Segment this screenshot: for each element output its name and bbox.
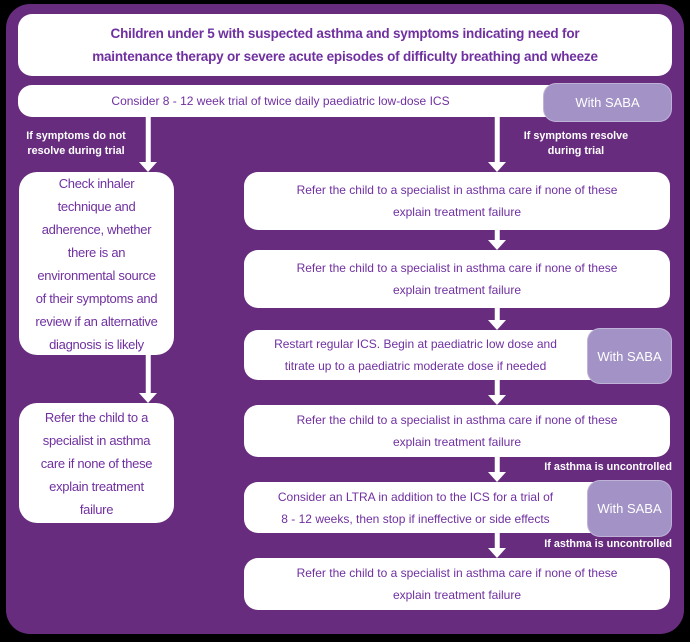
arrow-shaft xyxy=(145,117,151,164)
arrow-down xyxy=(488,457,506,482)
with-saba-badge: With SABA xyxy=(543,83,672,122)
refer-specialist-box-3: Refer the child to a specialist in asthm… xyxy=(244,405,670,457)
arrow-down xyxy=(488,308,506,330)
uncontrolled-label-2: If asthma is uncontrolled xyxy=(544,538,672,550)
arrow-shaft xyxy=(494,457,500,474)
arrow-shaft xyxy=(145,355,151,395)
uncontrolled-label-1: If asthma is uncontrolled xyxy=(544,461,672,473)
arrow-head xyxy=(488,240,506,250)
condition-left-label: If symptoms do not resolve during trial xyxy=(26,130,126,157)
condition-right-label: If symptoms resolve during trial xyxy=(523,130,629,157)
restart-ics-box-text: Restart regular ICS. Begin at paediatric… xyxy=(274,337,557,373)
arrow-shaft xyxy=(494,380,500,397)
arrow-shaft xyxy=(494,230,500,242)
arrow-down xyxy=(139,117,157,172)
refer-specialist-box-2: Refer the child to a specialist in asthm… xyxy=(244,250,670,308)
with-saba-badge: With SABA xyxy=(587,480,672,537)
trial-box-text: Consider 8 - 12 week trial of twice dail… xyxy=(111,94,450,108)
refer-specialist-box-4: Refer the child to a specialist in asthm… xyxy=(244,558,670,610)
arrow-head xyxy=(139,162,157,172)
refer-specialist-box-1: Refer the child to a specialist in asthm… xyxy=(244,172,670,230)
arrow-head xyxy=(488,320,506,330)
arrow-head xyxy=(488,395,506,405)
check-inhaler-box: Check inhaler technique and adherence, w… xyxy=(19,172,174,355)
arrow-head xyxy=(488,162,506,172)
arrow-down xyxy=(488,533,506,558)
arrow-shaft xyxy=(494,533,500,550)
arrow-down xyxy=(488,117,506,172)
arrow-down xyxy=(488,230,506,250)
title-box: Children under 5 with suspected asthma a… xyxy=(18,14,672,76)
ltra-box-text: Consider an LTRA in addition to the ICS … xyxy=(277,489,554,526)
arrow-down xyxy=(139,355,157,403)
refer-specialist-left-box: Refer the child to a specialist in asthm… xyxy=(19,403,174,523)
with-saba-badge: With SABA xyxy=(587,328,672,384)
arrow-down xyxy=(488,380,506,405)
arrow-head xyxy=(488,548,506,558)
arrow-shaft xyxy=(494,308,500,322)
arrow-shaft xyxy=(494,117,500,164)
arrow-head xyxy=(139,393,157,403)
arrow-head xyxy=(488,472,506,482)
